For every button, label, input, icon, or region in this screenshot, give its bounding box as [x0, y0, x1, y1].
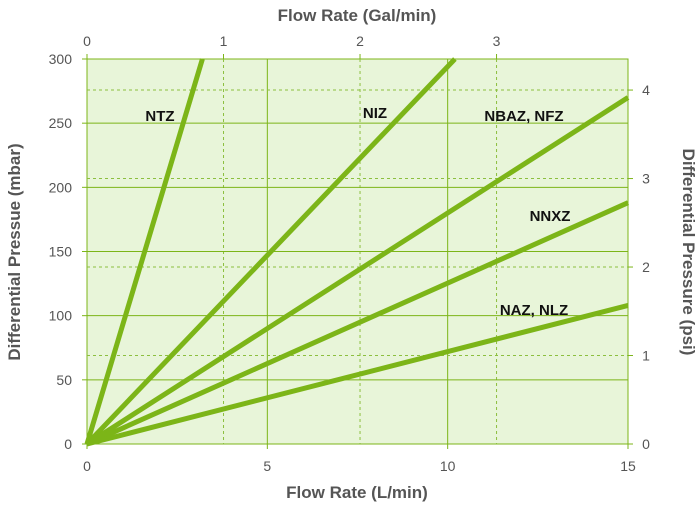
y-axis-left-title: Differential Pressue (mbar) [5, 143, 24, 360]
y-right-tick-label: 4 [642, 82, 650, 98]
y-right-tick-label: 3 [642, 171, 650, 187]
x-bottom-tick-label: 0 [83, 458, 91, 474]
x-top-tick-label: 2 [356, 33, 364, 49]
y-left-tick-label: 150 [49, 244, 73, 260]
y-right-tick-label: 2 [642, 259, 650, 275]
x-top-tick-label: 3 [493, 33, 501, 49]
x-bottom-tick-label: 5 [263, 458, 271, 474]
series-label: NNXZ [530, 208, 571, 225]
series-label: NBAZ, NFZ [484, 108, 563, 125]
y-left-tick-label: 100 [49, 308, 73, 324]
y-left-tick-label: 250 [49, 115, 73, 131]
series-line-naz-nlz [86, 302, 629, 447]
x-bottom-tick-label: 15 [620, 458, 636, 474]
y-left-tick-label: 50 [56, 372, 72, 388]
series-lines [84, 57, 630, 447]
x-bottom-tick-label: 10 [440, 458, 456, 474]
x-axis-bottom-title: Flow Rate (L/min) [286, 483, 428, 502]
y-right-tick-label: 1 [642, 348, 650, 364]
series-line-niz [85, 57, 457, 446]
y-left-tick-label: 300 [49, 51, 73, 67]
y-axis-right-title: Differential Pressure (psi) [679, 149, 698, 356]
series-label: NTZ [145, 108, 174, 125]
grid [82, 54, 633, 449]
series-label: NAZ, NLZ [500, 302, 568, 319]
x-top-tick-label: 0 [83, 33, 91, 49]
series-labels: NTZ NIZ NBAZ, NFZ NNXZ NAZ, NLZ [145, 105, 570, 319]
series-line-nnxz [85, 200, 630, 447]
x-axis-top-title: Flow Rate (Gal/min) [278, 6, 437, 25]
series-line-ntz [84, 58, 205, 445]
series-line-nbaz-nfz [85, 95, 630, 447]
y-left-tick-label: 0 [64, 436, 72, 452]
y-left-tick-label: 200 [49, 179, 73, 195]
y-right-tick-label: 0 [642, 436, 650, 452]
series-label: NIZ [363, 105, 387, 122]
x-top-tick-label: 1 [220, 33, 228, 49]
